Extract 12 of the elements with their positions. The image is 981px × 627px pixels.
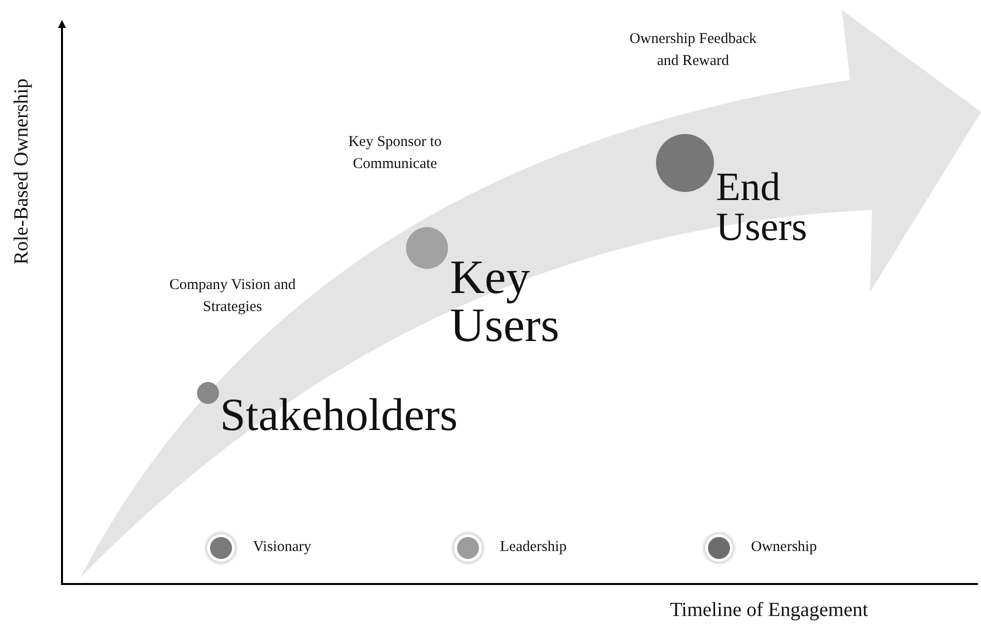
stage-note: Company Vision and Strategies (168, 276, 297, 317)
axis-label: Timeline of Engagement (670, 599, 868, 622)
legend-label: Visionary (253, 539, 312, 556)
stage-title: End Users (716, 167, 808, 247)
stage-title: Key Users (450, 254, 560, 350)
stage-note: Key Sponsor to Communicate (347, 133, 443, 174)
legend-label: Ownership (751, 539, 817, 556)
stage-title: Stakeholders (220, 392, 459, 438)
legend-label: Leadership (500, 539, 567, 556)
stage-note: Ownership Feedback and Reward (628, 30, 758, 71)
stage-circle (197, 382, 219, 404)
axis-label: Role-Based Ownership (10, 77, 34, 267)
